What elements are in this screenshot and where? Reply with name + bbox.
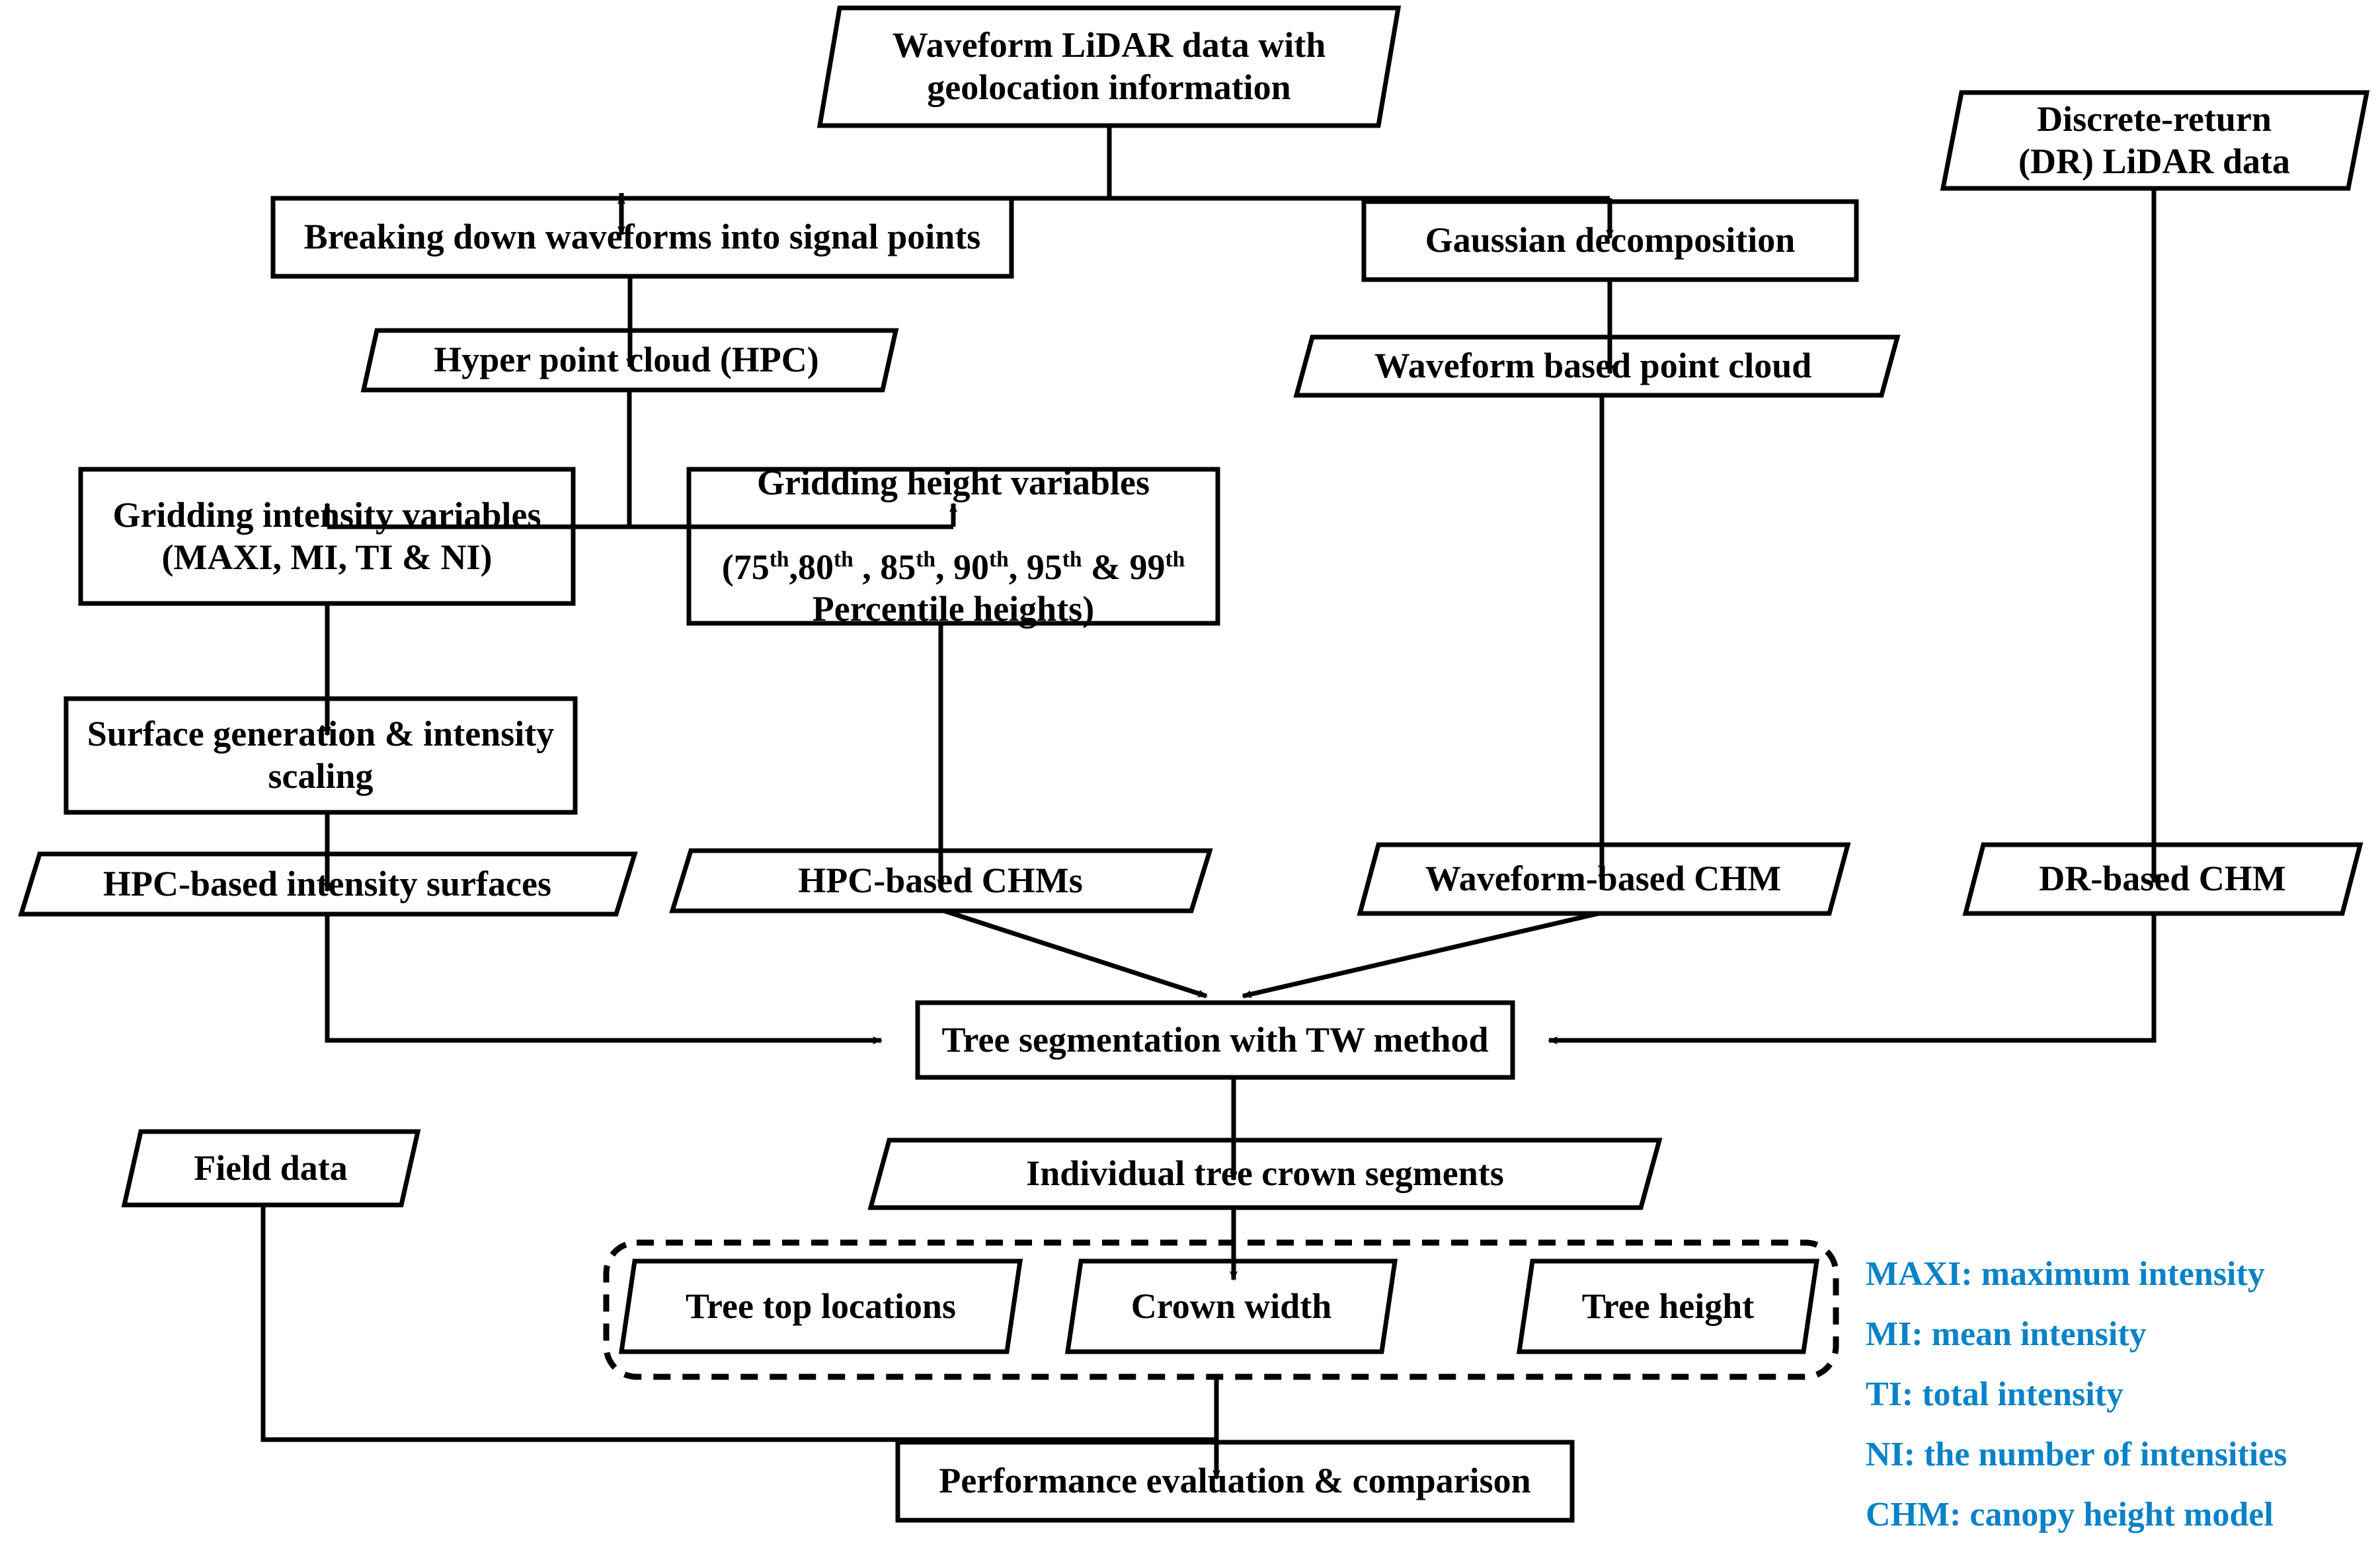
conn-fielddata-to-performance <box>260 1205 1216 1442</box>
legend-item-maxi: MAXI: maximum intensity <box>1866 1255 2265 1293</box>
conn-wchm-to-treeseg <box>1242 911 1599 999</box>
shape-tree-segmentation[interactable] <box>915 1000 1515 1080</box>
legend-item-ni: NI: the number of intensities <box>1866 1436 2287 1473</box>
legend-item-mi: MI: mean intensity <box>1866 1315 2147 1353</box>
shape-surface-generation[interactable] <box>63 696 578 815</box>
shape-gridding-intensity[interactable] <box>78 467 576 606</box>
shape-tree-top-locations[interactable] <box>618 1258 1023 1354</box>
shape-breaking-down[interactable] <box>270 196 1014 279</box>
legend-item-chm: CHM: canopy height model <box>1866 1496 2274 1533</box>
shape-gridding-height[interactable] <box>686 467 1220 626</box>
shape-crown-width[interactable] <box>1064 1258 1398 1354</box>
shape-performance-evaluation[interactable] <box>895 1440 1575 1523</box>
shape-field-data[interactable] <box>121 1129 421 1208</box>
shape-tree-crown-segments[interactable] <box>867 1138 1663 1210</box>
shape-dr-chm[interactable] <box>1962 842 2363 916</box>
conn-hpcchm-to-treeseg <box>943 908 1208 999</box>
dashed-outputs-container <box>603 1239 1839 1380</box>
shape-tree-height[interactable] <box>1516 1258 1820 1354</box>
conn-drchm-to-treeseg <box>1548 913 2157 1044</box>
conn-intsurf-to-treeseg <box>325 914 883 1044</box>
shape-waveform-lidar[interactable] <box>816 5 1402 128</box>
shape-waveform-point-cloud[interactable] <box>1293 334 1901 398</box>
shape-discrete-return[interactable] <box>1940 90 2370 191</box>
legend-item-ti: TI: total intensity <box>1866 1375 2123 1413</box>
